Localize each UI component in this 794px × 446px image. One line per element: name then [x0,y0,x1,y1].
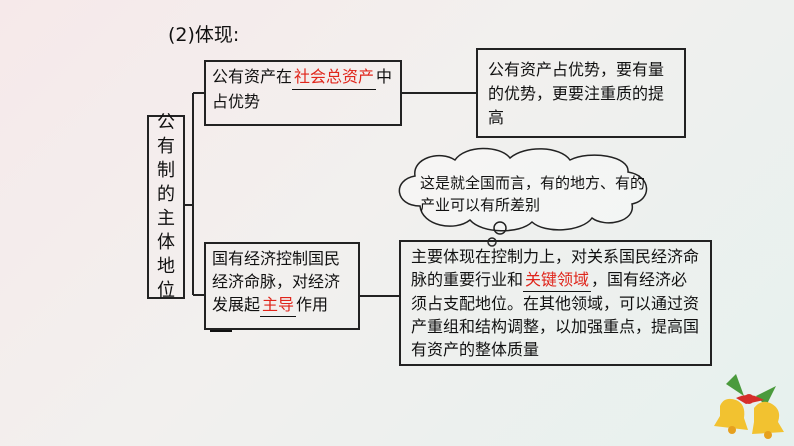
branch2-pre: 国有经济控制国民经济命脉，对经济发展起 [212,249,341,314]
cloud-shape [398,147,648,232]
root-char: 主 [157,208,175,229]
root-node: 公 有 制 的 主 体 地 位 [147,112,185,301]
root-char: 位 [157,280,175,301]
root-char: 地 [157,256,175,277]
root-char: 公 [157,112,175,133]
branch2-note-fill-blank: 关键领域 [523,268,592,292]
cloud-bubble-2 [487,237,497,247]
section-heading: (2)体现: [168,24,240,46]
branch1-note: 公有资产占优势，要有量的优势，更要注重质的提高 [488,60,665,127]
branch1-fill-blank: 社会总资产 [292,65,377,90]
branch2-note-post: ，国有经济必须占支配地位。在其他领域，可以通过资产重组和结构调整，以加强重点，提… [411,270,700,359]
root-char: 制 [157,160,175,181]
branch2-note-pre: 主要体现在控制力上，对关系国民经济命脉的重要行业和 [411,247,700,289]
cloud-text: 这是就全国而言，有的地方、有的产业可以有所差别 [420,174,646,214]
branch2-post: 作用 [296,295,329,314]
root-char: 体 [157,232,175,253]
branch2-note-box: 主要体现在控制力上，对关系国民经济命脉的重要行业和关键领域，国有经济必须占支配地… [399,240,712,366]
branch1-pre: 公有资产在 [212,67,293,86]
branch1-note-box: 公有资产占优势，要有量的优势，更要注重质的提高 [476,48,686,138]
branch2-box: 国有经济控制国民经济命脉，对经济发展起主导作用 [204,242,360,330]
branch1-post: 中占优势 [212,67,393,111]
bells-decoration-icon [714,374,784,439]
root-char: 的 [157,184,175,205]
branch2-trailing-dash [210,330,232,332]
branch2-fill-blank: 主导 [260,293,297,317]
root-char: 有 [157,136,175,157]
branch1-box: 公有资产在社会总资产中占优势 [204,60,402,126]
cloud-bubble-1 [493,221,507,235]
